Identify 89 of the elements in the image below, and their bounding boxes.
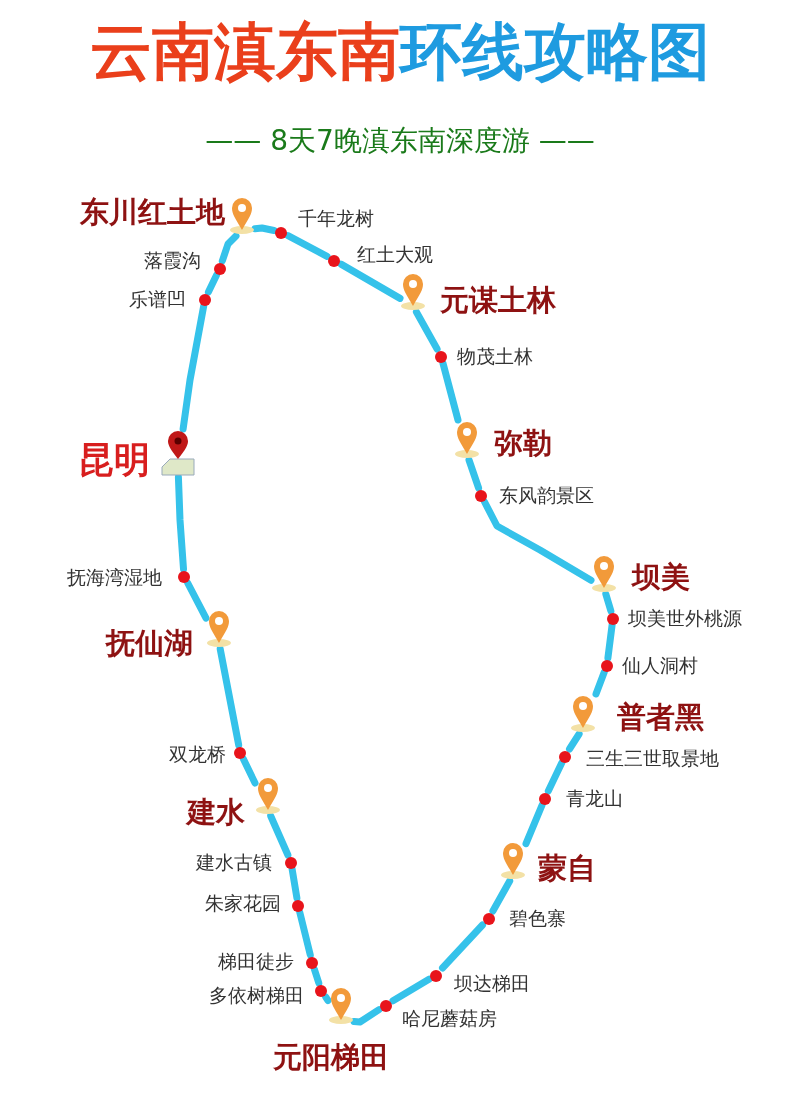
stop-dot xyxy=(233,745,247,759)
city-label: 蒙自 xyxy=(538,853,596,883)
map-pin-icon xyxy=(229,196,255,236)
route-line xyxy=(412,308,441,353)
route-line xyxy=(489,877,514,915)
stop-label: 坝达梯田 xyxy=(454,973,530,993)
route-line xyxy=(439,921,486,972)
stop-label: 抚海湾湿地 xyxy=(67,567,162,587)
route-line xyxy=(267,812,292,859)
city-label: 元谋土林 xyxy=(440,285,556,315)
stop-label: 仙人洞村 xyxy=(622,655,698,675)
stop-dot xyxy=(291,898,305,912)
stop-dot xyxy=(474,488,488,502)
stop-label: 碧色寨 xyxy=(509,908,566,928)
map-pin-icon xyxy=(328,986,354,1026)
stop-dot xyxy=(314,983,328,997)
stop-label: 青龙山 xyxy=(566,788,623,808)
route-line xyxy=(602,590,615,615)
stop-dot xyxy=(274,225,288,239)
stop-label: 千年龙树 xyxy=(298,208,374,228)
subtitle: —— 8天7晚滇东南深度游 —— xyxy=(204,123,596,159)
stop-label: 建水古镇 xyxy=(196,852,272,872)
stop-label: 红土大观 xyxy=(357,244,433,264)
route-line xyxy=(284,232,331,260)
stop-dot xyxy=(558,749,572,763)
stop-label: 坝美世外桃源 xyxy=(628,608,742,628)
route-line xyxy=(522,801,546,848)
route-line xyxy=(239,755,259,787)
route-line xyxy=(350,1006,383,1026)
stop-dot xyxy=(606,611,620,625)
stop-label: 乐谱凹 xyxy=(129,289,186,309)
route-line xyxy=(604,621,616,662)
route-line xyxy=(592,668,608,698)
route-line xyxy=(389,975,433,1005)
stop-label: 梯田徒步 xyxy=(218,951,294,971)
route-line xyxy=(288,865,301,902)
map-pin-icon xyxy=(400,272,426,312)
stop-label: 哈尼蘑菇房 xyxy=(402,1008,497,1028)
route-line xyxy=(310,965,323,987)
stop-dot xyxy=(482,911,496,925)
stop-dot xyxy=(327,253,341,267)
route-line xyxy=(179,302,208,433)
stop-dot xyxy=(198,292,212,306)
map-pin-icon xyxy=(158,429,198,477)
stop-label: 朱家花园 xyxy=(205,893,281,913)
stop-label: 物茂土林 xyxy=(457,346,533,366)
route-line xyxy=(337,260,404,302)
title: 云南滇东南环线攻略图 xyxy=(89,18,711,87)
stop-label: 落霞沟 xyxy=(144,250,201,270)
route-line xyxy=(481,498,595,584)
stop-dot xyxy=(434,349,448,363)
route-line xyxy=(566,730,583,753)
map-pin-icon xyxy=(500,841,526,881)
map-pin-icon xyxy=(591,554,617,594)
route-line xyxy=(544,759,566,795)
map-pin-icon xyxy=(206,609,232,649)
route-line xyxy=(216,645,243,749)
city-label: 昆明 xyxy=(78,441,150,477)
city-label: 弥勒 xyxy=(494,428,552,458)
stop-dot xyxy=(600,658,614,672)
stop-dot xyxy=(379,998,393,1012)
stop-label: 多依树梯田 xyxy=(209,985,304,1005)
city-label: 普者黑 xyxy=(617,702,704,732)
route-line xyxy=(296,908,314,959)
map-pin-icon xyxy=(255,776,281,816)
map-pin-icon xyxy=(570,694,596,734)
city-label: 建水 xyxy=(187,797,245,827)
stop-dot xyxy=(284,855,298,869)
route-line xyxy=(251,224,278,234)
stop-label: 双龙桥 xyxy=(169,744,226,764)
route-line xyxy=(204,271,221,296)
map-pin-icon xyxy=(454,420,480,460)
stop-label: 东风韵景区 xyxy=(499,485,594,505)
stop-label: 三生三世取景地 xyxy=(586,748,719,768)
stop-dot xyxy=(213,261,227,275)
route-line xyxy=(465,456,483,492)
stop-dot xyxy=(305,955,319,969)
city-label: 抚仙湖 xyxy=(106,628,193,658)
route-line xyxy=(322,993,332,1004)
city-label: 元阳梯田 xyxy=(273,1042,389,1072)
route-line xyxy=(439,359,462,424)
city-label: 东川红土地 xyxy=(80,197,225,227)
stop-dot xyxy=(177,569,191,583)
route-line xyxy=(218,232,240,265)
stop-dot xyxy=(429,968,443,982)
route-line xyxy=(174,473,187,573)
city-label: 坝美 xyxy=(632,562,690,592)
route-line xyxy=(184,579,210,622)
stop-dot xyxy=(538,791,552,805)
